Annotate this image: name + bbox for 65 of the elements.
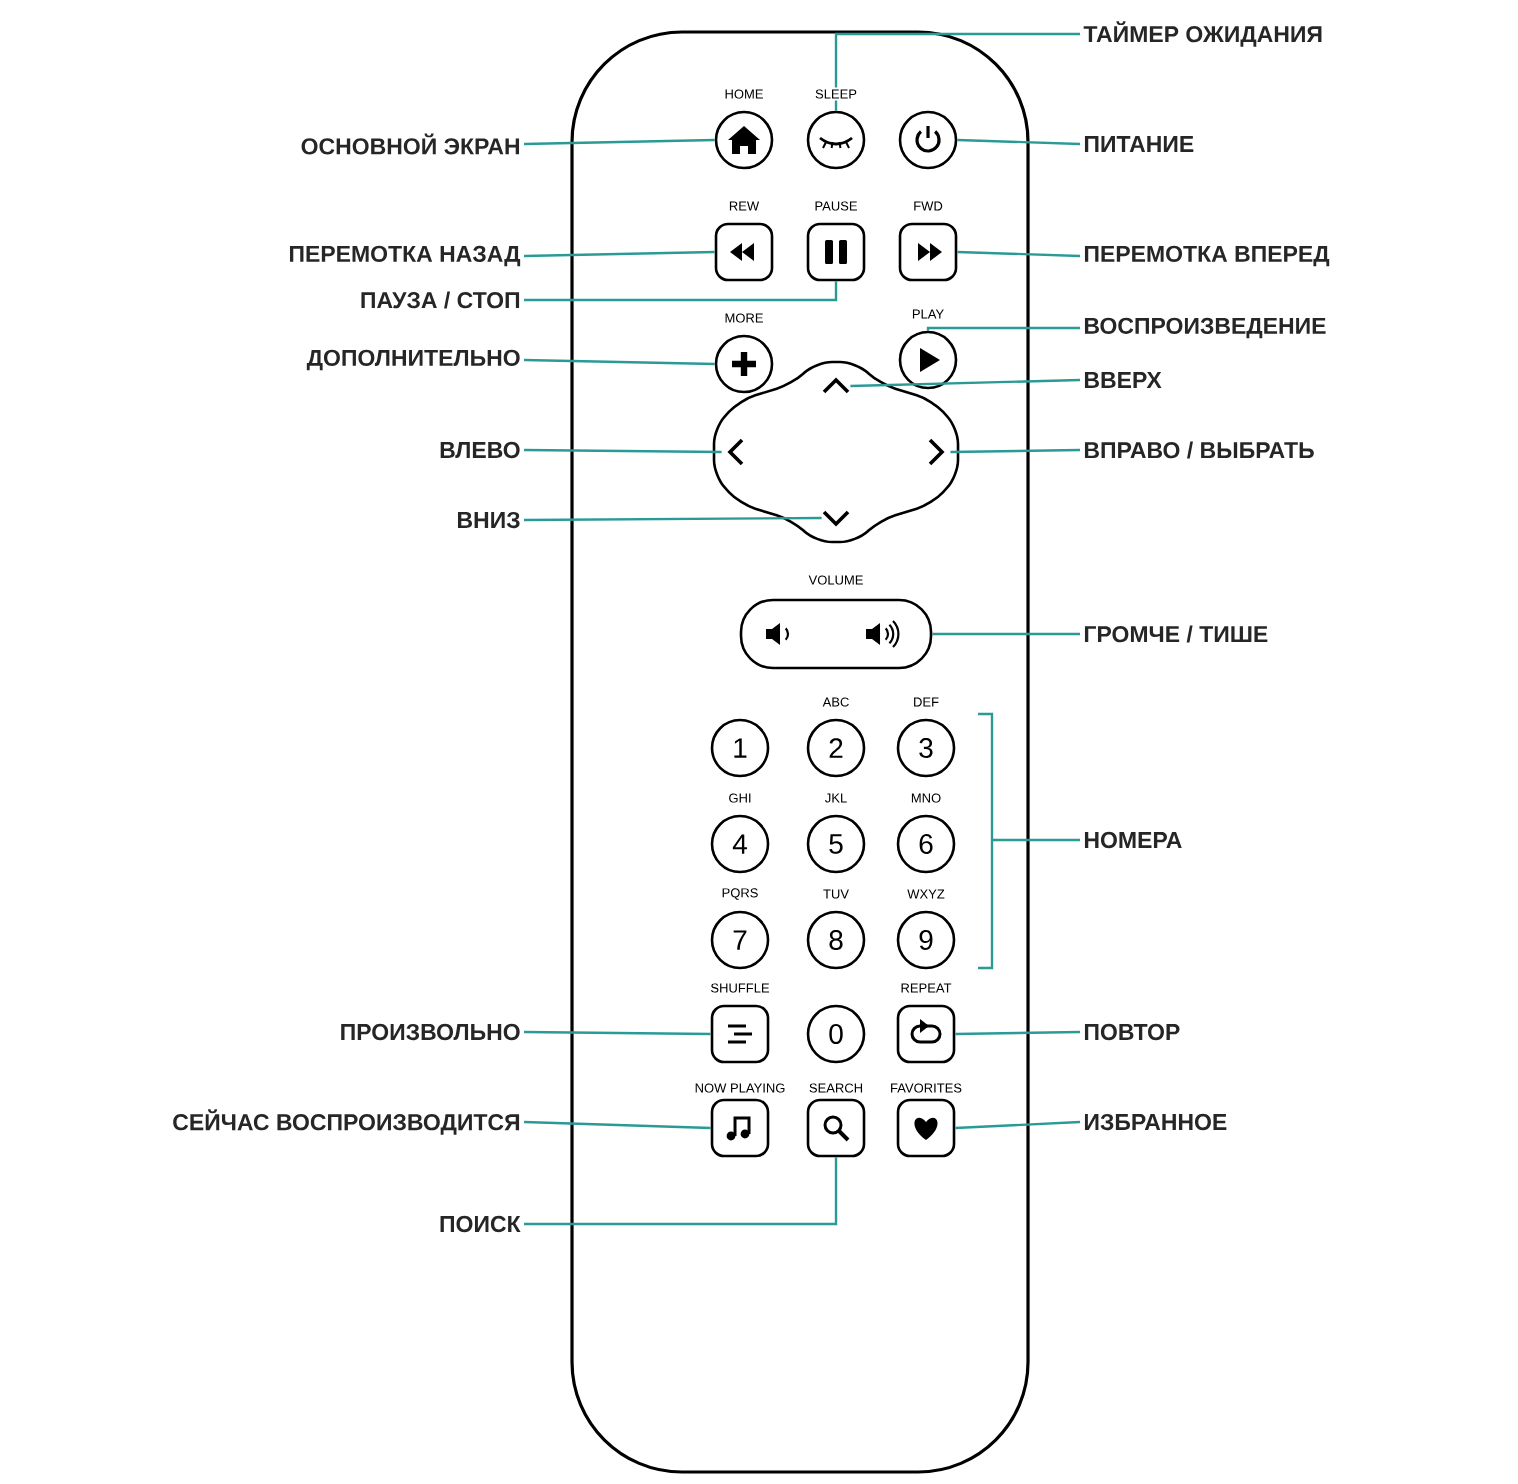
number-button: 3	[896, 718, 956, 778]
number-button: 7	[710, 910, 770, 970]
number-button: 1	[710, 718, 770, 778]
callout-label: ПЕРЕМОТКА ВПЕРЕД	[1084, 245, 1330, 267]
leader-line	[926, 326, 1080, 331]
leader-line	[834, 32, 1080, 111]
leader-line	[957, 138, 1081, 146]
direction-key	[822, 377, 850, 394]
leader-line	[955, 1030, 1081, 1036]
callout-label: ВНИЗ	[458, 511, 520, 529]
leader-line	[524, 250, 715, 258]
leader-line	[524, 1157, 838, 1226]
round-button	[898, 110, 958, 170]
number-button: 5	[806, 814, 866, 874]
leader-line	[850, 378, 1081, 388]
number-button: 8	[806, 910, 866, 970]
number-button: 4	[710, 814, 770, 874]
direction-key	[727, 438, 744, 466]
leader-line	[524, 448, 722, 454]
square-button	[896, 1098, 956, 1158]
leader-line	[955, 1120, 1081, 1130]
callout-label: ВОСПРОИЗВЕДЕНИЕ	[1084, 317, 1326, 339]
square-button	[806, 1098, 866, 1158]
round-button	[898, 330, 958, 390]
callout-label: ТАЙМЕР ОЖИДАНИЯ	[1083, 21, 1322, 47]
leader-line	[523, 1120, 711, 1130]
callout-label: ВЛЕВО	[440, 441, 520, 459]
callout-label: ВПРАВО / ВЫБРАТЬ	[1084, 441, 1314, 459]
direction-key	[822, 510, 850, 527]
number-button: 9	[896, 910, 956, 970]
square-button	[896, 1004, 956, 1064]
callout-label: ПИТАНИЕ	[1084, 136, 1194, 152]
number-button: 0	[806, 1004, 866, 1064]
direction-key	[928, 438, 945, 466]
leader-line	[524, 358, 715, 366]
callout-label: ВВЕРХ	[1084, 372, 1162, 388]
round-button	[806, 110, 866, 170]
callout-label: ДОПОЛНИТЕЛЬНО	[306, 349, 520, 371]
number-button: 6	[896, 814, 956, 874]
number-button: 2	[806, 718, 866, 778]
volume-button	[739, 598, 933, 670]
leader-line	[957, 250, 1081, 258]
leader-line	[950, 448, 1081, 454]
leader-line	[524, 138, 715, 146]
callout-label: СЕЙЧАС ВОСПРОИЗВОДИТСЯ	[173, 1109, 520, 1135]
round-button	[714, 334, 774, 394]
square-button	[714, 222, 774, 282]
callout-label: ПОВТОР	[1084, 1023, 1180, 1041]
square-button	[710, 1004, 770, 1064]
callout-label: ИЗБРАННОЕ	[1084, 1113, 1227, 1131]
callout-label: ГРОМЧЕ / ТИШЕ	[1084, 625, 1268, 643]
square-button	[710, 1098, 770, 1158]
direction-pad	[712, 360, 960, 544]
callout-label: ПРОИЗВОЛЬНО	[341, 1023, 520, 1041]
square-button	[898, 222, 958, 282]
callout-label: ПЕРЕМОТКА НАЗАД	[290, 245, 521, 267]
callout-label: ПОИСК	[440, 1215, 521, 1233]
leader-line	[524, 516, 822, 522]
callout-label: НОМЕРА	[1084, 831, 1182, 849]
leader-line	[992, 838, 1080, 842]
leader-line	[932, 632, 1080, 636]
callout-label: ПАУЗА / СТОП	[361, 291, 520, 309]
callout-label: ОСНОВНОЙ ЭКРАН	[301, 133, 520, 155]
leader-line	[524, 1030, 711, 1036]
leader-line	[524, 281, 838, 302]
